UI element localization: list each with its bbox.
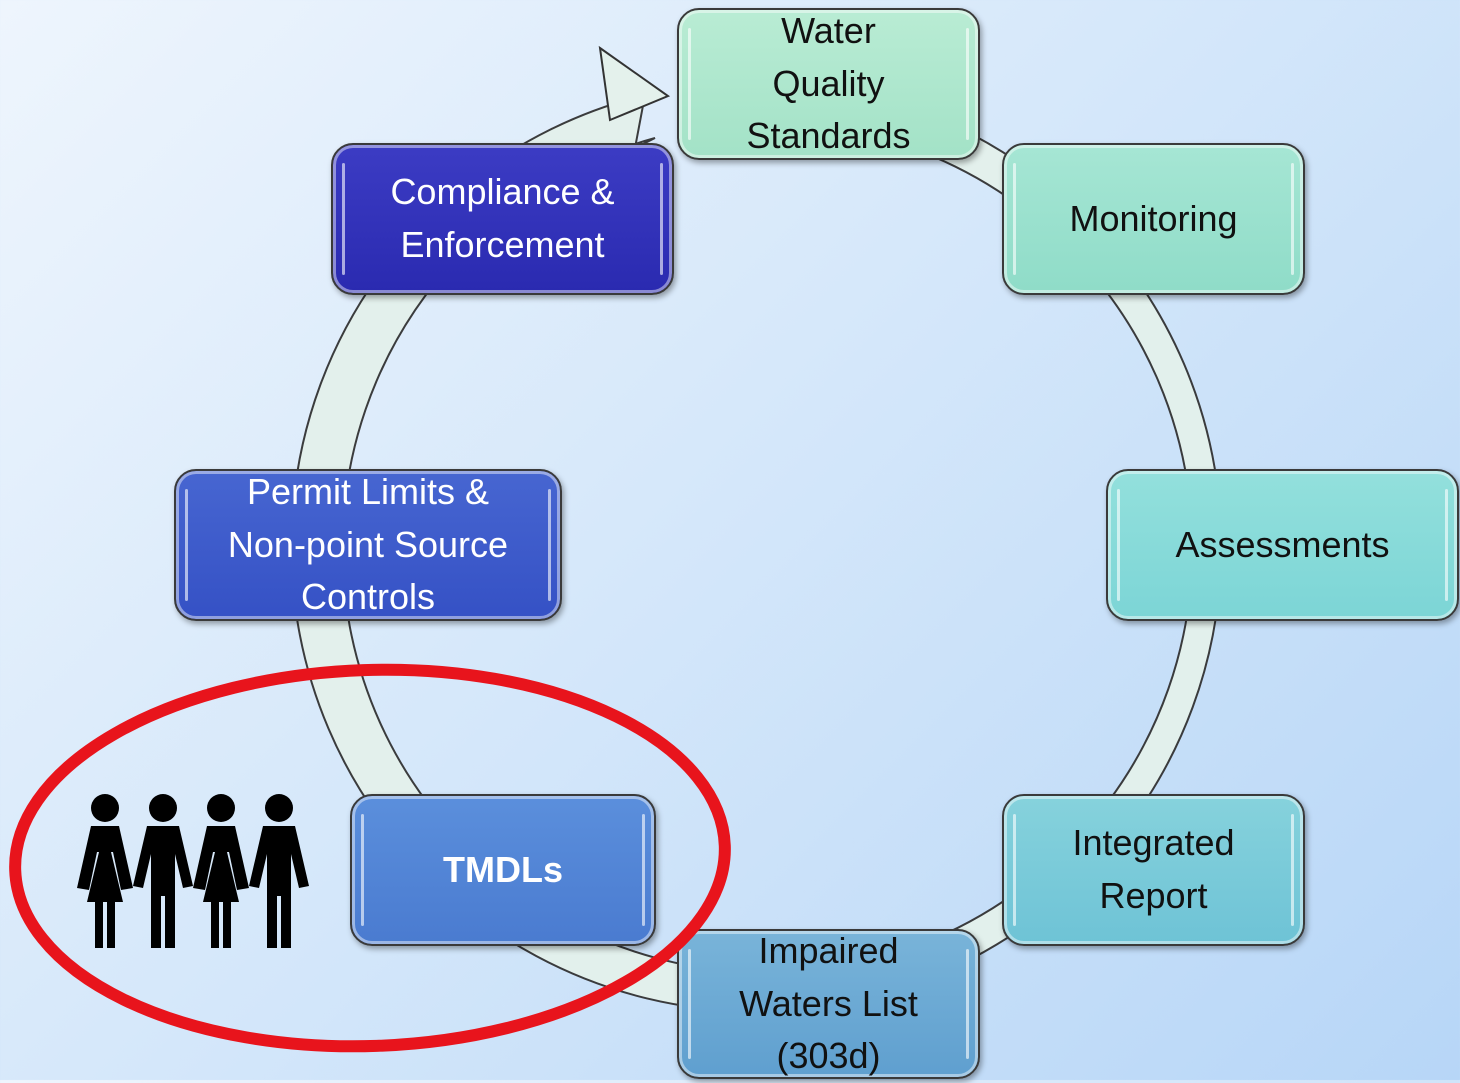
node-monitoring[interactable]: Monitoring [1002, 143, 1305, 295]
node-monitoring-label: Monitoring [1069, 197, 1238, 239]
node-permit-limits[interactable]: Permit Limits & Non-point Source Control… [174, 469, 562, 621]
node-permit-limits-label: Permit Limits & Non-point Source Control… [227, 470, 509, 618]
node-impaired-waters-list-label: Impaired Waters List (303d) [739, 929, 918, 1077]
node-water-quality-standards[interactable]: Water Quality Standards [677, 8, 980, 160]
four-people-icon [77, 794, 309, 948]
node-assessments[interactable]: Assessments [1106, 469, 1459, 621]
node-compliance-enforcement-label: Compliance & Enforcement [390, 171, 615, 265]
node-water-quality-standards-label: Water Quality Standards [746, 9, 911, 157]
node-impaired-waters-list[interactable]: Impaired Waters List (303d) [677, 929, 980, 1079]
ring-arrowhead [598, 45, 671, 122]
node-tmdls[interactable]: TMDLs [350, 794, 656, 946]
node-integrated-report[interactable]: Integrated Report [1002, 794, 1305, 946]
node-integrated-report-label: Integrated Report [1072, 822, 1235, 916]
node-tmdls-label: TMDLs [443, 848, 563, 890]
node-compliance-enforcement[interactable]: Compliance & Enforcement [331, 143, 674, 295]
node-assessments-label: Assessments [1175, 523, 1390, 565]
